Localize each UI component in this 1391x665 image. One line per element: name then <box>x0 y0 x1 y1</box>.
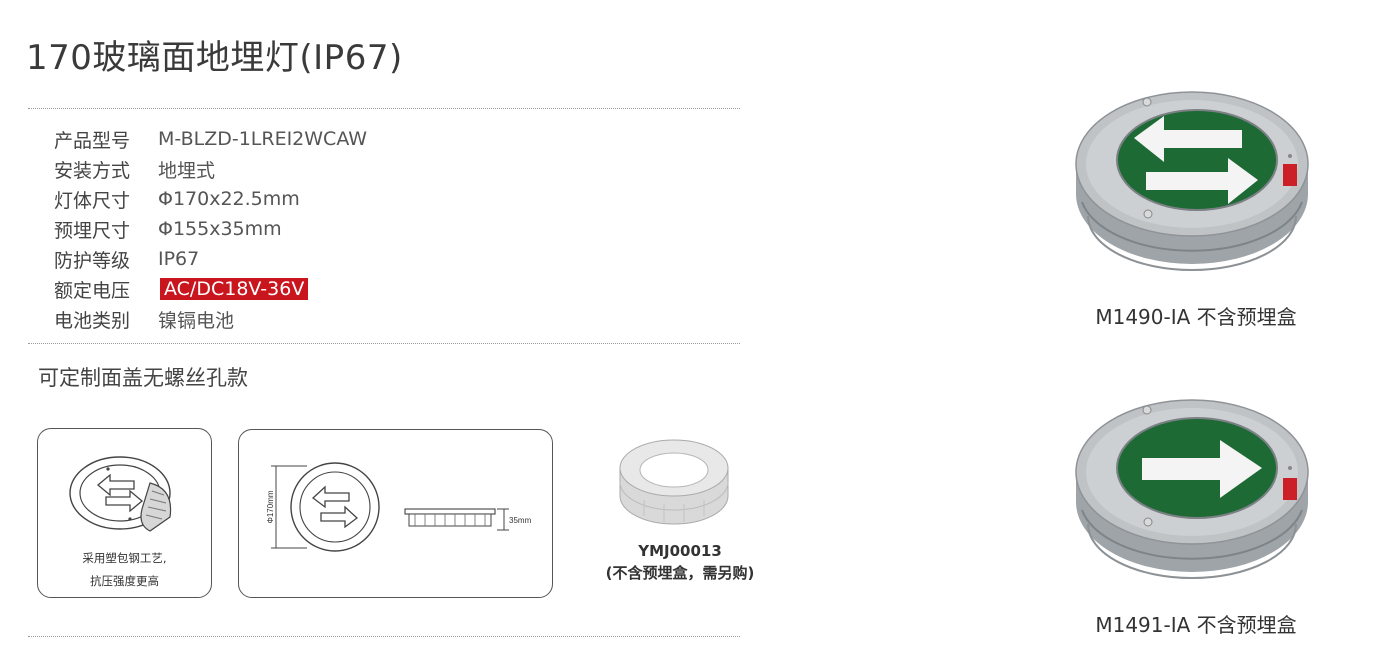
feature-box-material: 采用塑包钢工艺, 抗压强度更高 <box>37 428 212 598</box>
spec-value: 地埋式 <box>158 159 216 182</box>
product-image-single-arrow <box>1075 399 1309 579</box>
spec-row-embed-size: 预埋尺寸 Φ155x35mm <box>54 214 367 244</box>
cutaway-lamp-illustration <box>69 456 172 532</box>
dimension-drawing: Φ170mm 35mm <box>266 462 532 552</box>
feature-box-dimensions: Φ170mm 35mm <box>238 429 553 598</box>
product-image-double-arrow <box>1075 91 1309 271</box>
spec-value: Φ155x35mm <box>158 218 282 240</box>
product-caption-m1491: M1491-IA 不含预埋盒 <box>1095 613 1297 637</box>
spec-row-body-size: 灯体尺寸 Φ170x22.5mm <box>54 184 367 214</box>
ring-note: (不含预埋盒，需另购) <box>605 564 755 582</box>
spec-label: 产品型号 <box>54 129 131 152</box>
product-caption-m1490: M1490-IA 不含预埋盒 <box>1095 305 1297 329</box>
spec-label: 额定电压 <box>54 279 131 302</box>
embed-ring-image <box>619 439 729 525</box>
spec-row-install: 安装方式 地埋式 <box>54 154 367 184</box>
page-title: 170玻璃面地埋灯(IP67) <box>26 38 403 78</box>
ring-model: YMJ00013 <box>638 542 722 560</box>
voltage-badge: AC/DC18V-36V <box>160 278 309 300</box>
spec-label: 电池类别 <box>54 309 131 332</box>
spec-value: Φ170x22.5mm <box>158 188 300 210</box>
material-caption-line2: 抗压强度更高 <box>90 574 159 588</box>
spec-label: 安装方式 <box>54 159 131 182</box>
material-caption-line1: 采用塑包钢工艺, <box>82 551 167 565</box>
spec-list: 产品型号 M-BLZD-1LREⅠ2WCAW 安装方式 地埋式 灯体尺寸 Φ17… <box>54 124 367 334</box>
spec-label: 灯体尺寸 <box>54 189 131 212</box>
divider-top <box>28 108 740 109</box>
spec-row-voltage: 额定电压 AC/DC18V-36V <box>54 274 367 304</box>
spec-row-model: 产品型号 M-BLZD-1LREⅠ2WCAW <box>54 124 367 154</box>
section-subtitle: 可定制面盖无螺丝孔款 <box>38 366 248 390</box>
spec-value: M-BLZD-1LREⅠ2WCAW <box>158 128 368 150</box>
diameter-label: Φ170mm <box>266 490 275 523</box>
spec-row-battery: 电池类别 镍镉电池 <box>54 304 367 334</box>
ring-caption: YMJ00013 (不含预埋盒，需另购) <box>575 540 785 584</box>
spec-value: IP67 <box>158 248 200 270</box>
spec-label: 预埋尺寸 <box>54 219 131 242</box>
divider-middle <box>28 343 740 344</box>
spec-row-protection: 防护等级 IP67 <box>54 244 367 274</box>
spec-label: 防护等级 <box>54 249 131 272</box>
divider-bottom <box>28 636 740 637</box>
spec-value: 镍镉电池 <box>158 309 235 332</box>
height-label: 35mm <box>509 516 532 525</box>
